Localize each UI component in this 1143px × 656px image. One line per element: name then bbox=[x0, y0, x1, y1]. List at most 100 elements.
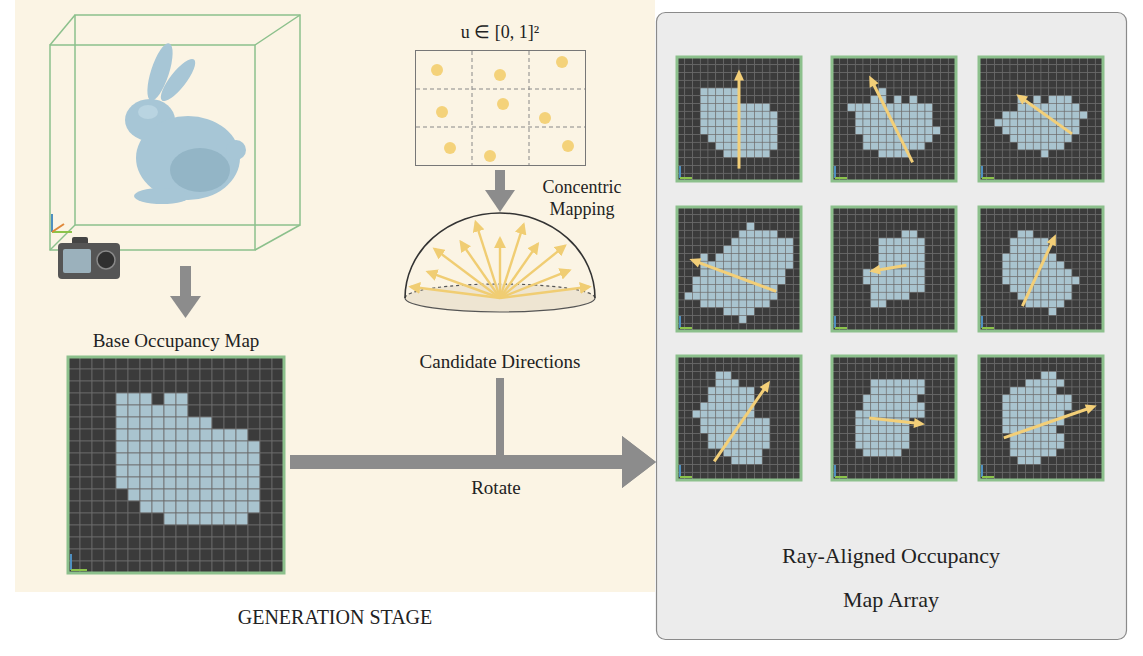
map-cell bbox=[152, 381, 164, 393]
map-cell bbox=[164, 417, 176, 429]
map-cell bbox=[1049, 300, 1057, 308]
map-cell bbox=[762, 261, 770, 269]
map-cell bbox=[224, 405, 236, 417]
map-cell bbox=[708, 127, 716, 135]
axis bbox=[70, 554, 72, 570]
map-cell bbox=[1018, 261, 1026, 269]
map-cell bbox=[708, 387, 716, 395]
map-cell bbox=[1002, 316, 1010, 324]
map-cell bbox=[848, 127, 856, 135]
map-cell bbox=[92, 405, 104, 417]
map-cell bbox=[176, 369, 188, 381]
map-cell bbox=[840, 285, 848, 293]
map-cell bbox=[786, 300, 794, 308]
map-cell bbox=[848, 150, 856, 158]
map-cell bbox=[116, 501, 128, 513]
map-cell bbox=[1041, 80, 1049, 88]
occupancy-tile bbox=[677, 207, 801, 331]
map-cell bbox=[1041, 142, 1049, 150]
map-cell bbox=[917, 285, 925, 293]
map-cell bbox=[708, 65, 716, 73]
map-cell bbox=[871, 308, 879, 316]
map-cell bbox=[762, 277, 770, 285]
map-cell bbox=[716, 238, 724, 246]
map-cell bbox=[724, 292, 732, 300]
map-cell bbox=[755, 135, 763, 143]
map-cell bbox=[272, 513, 284, 525]
map-cell bbox=[995, 246, 1003, 254]
map-cell bbox=[716, 80, 724, 88]
map-cell bbox=[224, 393, 236, 405]
map-cell bbox=[747, 65, 755, 73]
map-cell bbox=[693, 285, 701, 293]
map-cell bbox=[1026, 254, 1034, 262]
map-cell bbox=[1057, 215, 1065, 223]
map-cell bbox=[1072, 127, 1080, 135]
map-cell bbox=[762, 142, 770, 150]
map-cell bbox=[1080, 261, 1088, 269]
map-cell bbox=[855, 96, 863, 104]
map-cell bbox=[1088, 215, 1096, 223]
map-cell bbox=[236, 465, 248, 477]
axis bbox=[981, 316, 983, 328]
map-cell bbox=[917, 223, 925, 231]
map-cell bbox=[1064, 135, 1072, 143]
map-cell bbox=[80, 441, 92, 453]
map-cell bbox=[700, 238, 708, 246]
map-cell bbox=[770, 158, 778, 166]
map-cell bbox=[778, 238, 786, 246]
map-cell bbox=[1018, 142, 1026, 150]
map-cell bbox=[1064, 269, 1072, 277]
map-cell bbox=[871, 277, 879, 285]
map-cell bbox=[995, 80, 1003, 88]
map-cell bbox=[917, 158, 925, 166]
map-cell bbox=[1080, 96, 1088, 104]
map-cell bbox=[995, 142, 1003, 150]
map-cell bbox=[778, 308, 786, 316]
map-cell bbox=[1002, 135, 1010, 143]
map-cell bbox=[925, 104, 933, 112]
map-cell bbox=[68, 537, 80, 549]
map-cell bbox=[224, 441, 236, 453]
map-cell bbox=[778, 261, 786, 269]
map-cell bbox=[1010, 111, 1018, 119]
map-cell bbox=[1064, 166, 1072, 174]
map-cell bbox=[863, 150, 871, 158]
map-cell bbox=[1057, 104, 1065, 112]
map-cell bbox=[886, 285, 894, 293]
map-cell bbox=[871, 254, 879, 262]
map-cell bbox=[1033, 215, 1041, 223]
map-cell bbox=[910, 88, 918, 96]
map-cell bbox=[1002, 73, 1010, 81]
map-cell bbox=[116, 357, 128, 369]
map-cell bbox=[1033, 254, 1041, 262]
map-cell bbox=[248, 381, 260, 393]
axis bbox=[982, 327, 994, 329]
map-cell bbox=[917, 88, 925, 96]
map-cell bbox=[685, 387, 693, 395]
map-cell bbox=[685, 119, 693, 127]
map-cell bbox=[1018, 269, 1026, 277]
map-cell bbox=[68, 369, 80, 381]
map-cell bbox=[755, 158, 763, 166]
map-cell bbox=[1064, 96, 1072, 104]
map-cell bbox=[260, 369, 272, 381]
map-cell bbox=[248, 369, 260, 381]
map-cell bbox=[886, 246, 894, 254]
map-cell bbox=[1057, 292, 1065, 300]
map-cell bbox=[917, 308, 925, 316]
map-cell bbox=[871, 223, 879, 231]
map-cell bbox=[685, 80, 693, 88]
map-cell bbox=[80, 477, 92, 489]
map-cell bbox=[68, 429, 80, 441]
map-cell bbox=[236, 501, 248, 513]
map-cell bbox=[1041, 135, 1049, 143]
map-cell bbox=[848, 246, 856, 254]
map-cell bbox=[700, 111, 708, 119]
map-cell bbox=[1057, 88, 1065, 96]
map-cell bbox=[685, 127, 693, 135]
map-cell bbox=[863, 261, 871, 269]
map-cell bbox=[200, 465, 212, 477]
map-cell bbox=[708, 292, 716, 300]
map-cell bbox=[212, 393, 224, 405]
